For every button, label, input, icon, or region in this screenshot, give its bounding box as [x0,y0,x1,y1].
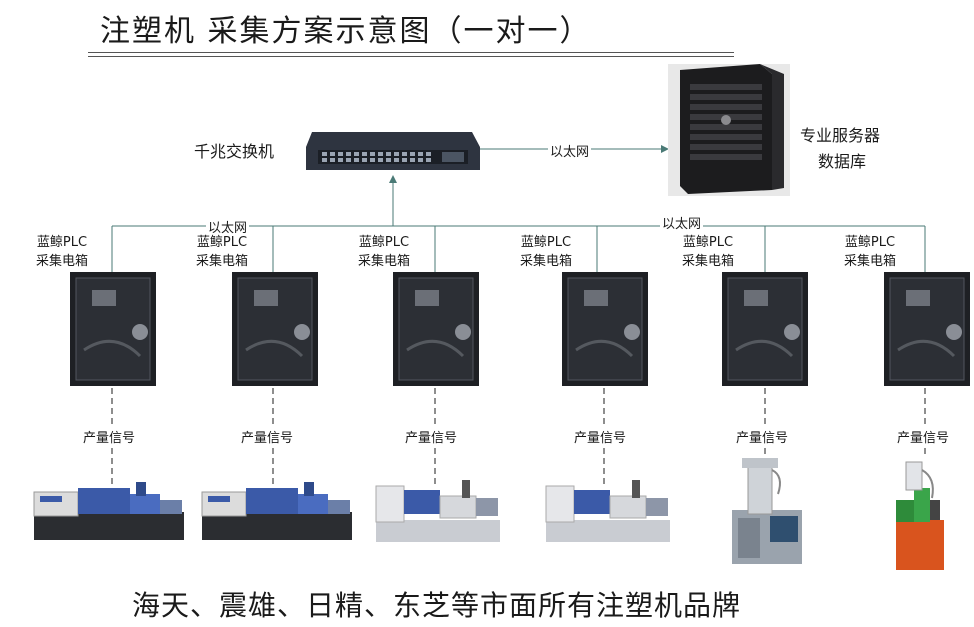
server-label: 专业服务器 [800,126,881,145]
ethernet-label-top: 以太网 [548,141,592,160]
diagram-title: 注塑机 采集方案示意图（一对一） [100,14,592,49]
signal-label-6: 产量信号 [896,427,951,446]
plc-box-6 [884,272,970,386]
title-underline [88,52,734,53]
signal-label-4: 产量信号 [573,427,628,446]
plc-box-4 [562,272,648,386]
vertical-machine-5 [732,458,802,564]
database-label: 数据库 [818,152,867,171]
signal-label-5: 产量信号 [735,427,790,446]
injection-machine-4 [545,480,670,542]
plc-box-2 [232,272,318,386]
injection-machine-2 [201,482,352,540]
injection-machine-1 [33,482,184,540]
plc-box-3 [393,272,479,386]
switch-label: 千兆交换机 [194,142,275,161]
ethernet-label-left: 以太网 [206,217,250,236]
vertical-machine-6 [896,461,944,570]
signal-label-1: 产量信号 [82,427,137,446]
ethernet-label-right: 以太网 [660,213,704,232]
plc-box-5 [722,272,808,386]
signal-label-3: 产量信号 [404,427,459,446]
injection-machine-3 [375,480,500,542]
signal-label-2: 产量信号 [240,427,295,446]
plc-box-1 [70,272,156,386]
title-underline-2 [88,56,734,57]
footer-brands: 海天、震雄、日精、东芝等市面所有注塑机品牌 [132,589,742,622]
